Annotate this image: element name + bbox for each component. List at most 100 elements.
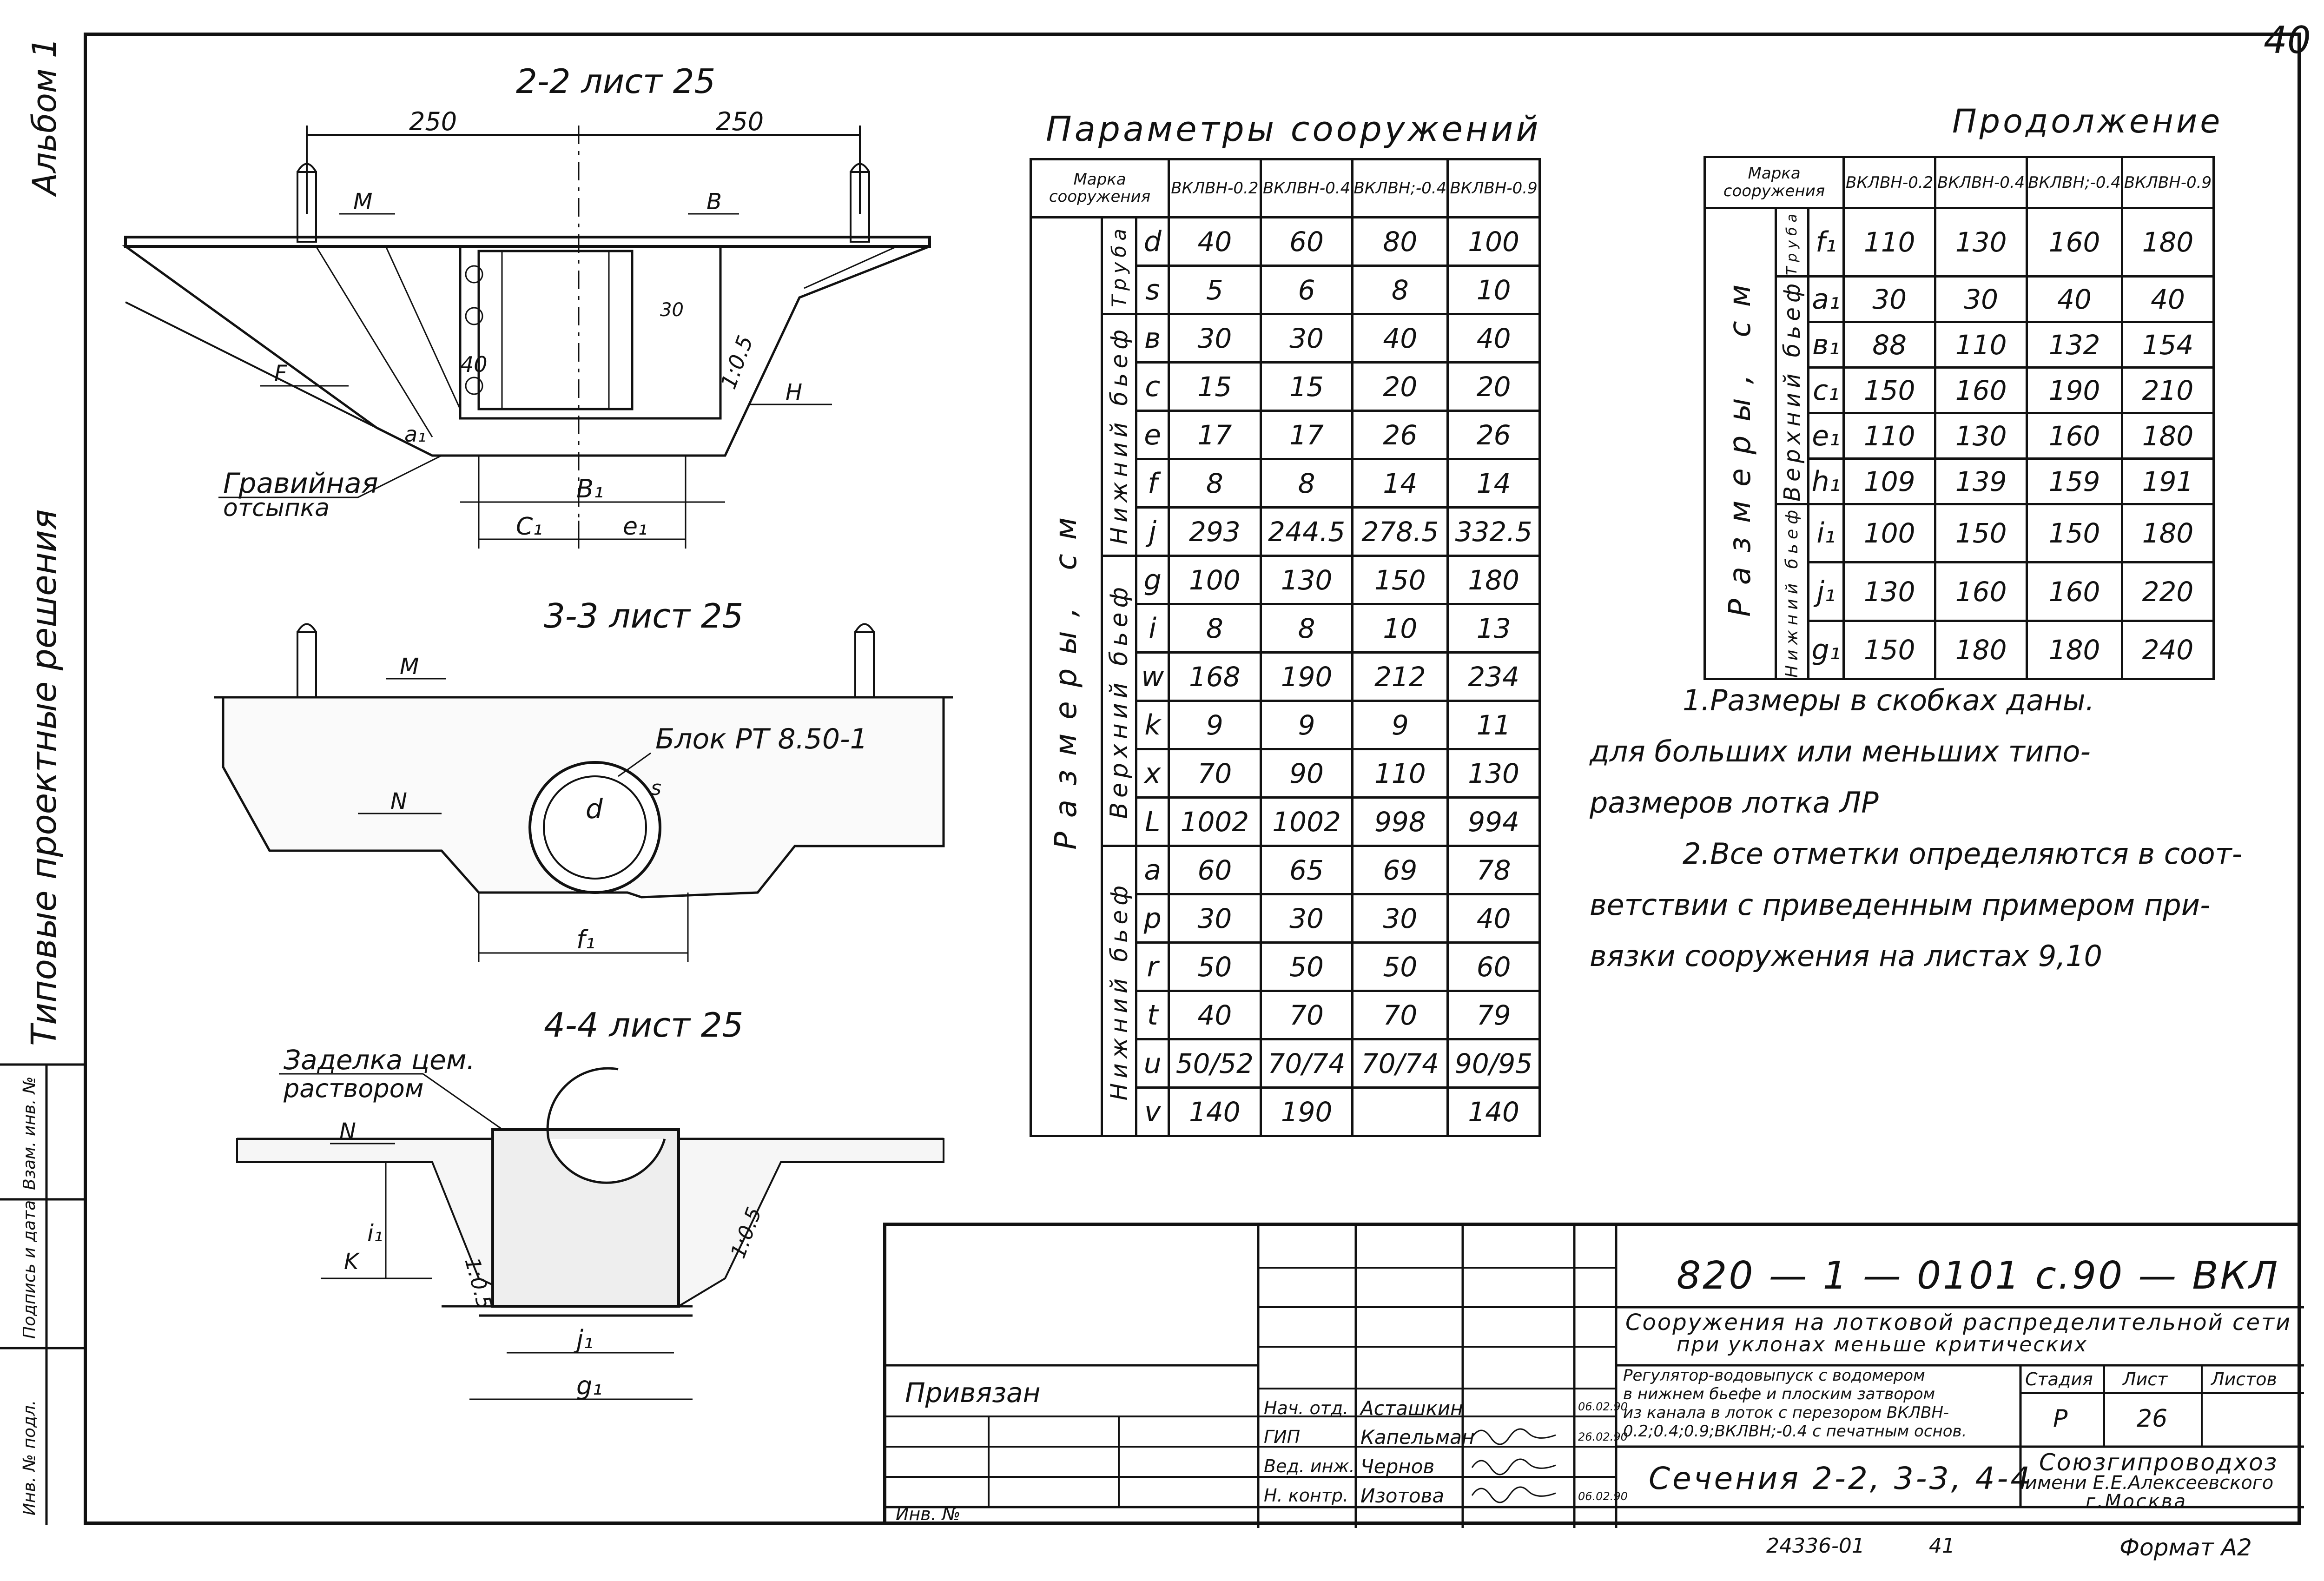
table-cell: 180 [2026,619,2123,681]
table-cell: 20 [1351,361,1449,412]
group-cell: Размеры, см [1703,206,1777,681]
svg-text:M: M [400,654,419,680]
note-2-line-2: ветствии с приведенным примером при- [1590,888,2211,922]
table-cell: 100 [1446,216,1541,267]
table-cell: 140 [1168,1086,1262,1137]
table-cell: 139 [1934,457,2028,506]
table-cell: 15 [1168,361,1262,412]
table-cell: 30 [1259,313,1354,364]
svg-text:C₁: C₁ [516,513,542,541]
stage-value: Р [2053,1405,2068,1433]
svg-text:d: d [586,793,603,825]
table-cell: 70 [1168,748,1262,799]
table-cell: 109 [1842,457,1937,506]
table-cell: 154 [2120,321,2215,369]
table-cell: 50 [1168,941,1262,992]
gravel-label-1: Гравийная [223,467,378,500]
param-symbol: v [1135,1086,1170,1137]
table-cell: 13 [1446,603,1541,654]
sheet-value: 26 [2137,1405,2168,1433]
table-cell: 8 [1168,458,1262,509]
table-cell: 180 [1934,619,2028,681]
table-cell: 234 [1446,651,1541,702]
corner-sheet-number: 40 [2264,19,2311,62]
svg-text:H: H [786,379,802,405]
table-cell [1351,1086,1449,1137]
title-block: Привязан Инв. № Нач. отд. Асташкин 06.02… [883,1223,2304,1528]
table-cell: 50 [1259,941,1354,992]
table-cell: 26 [1351,410,1449,460]
table-cell: 90 [1259,748,1354,799]
table-cell: 30 [1168,893,1262,944]
svg-text:K: K [344,1249,360,1275]
table-cell: 998 [1351,796,1449,847]
subgroup-label: Труба [1784,209,1801,276]
table-cell: 190 [1259,651,1354,702]
object-line-1: Сооружения на лотковой распределительной… [1625,1310,2292,1336]
table-cell: 278.5 [1351,506,1449,557]
description: Регулятор-водовыпуск с водомером в нижне… [1623,1366,1967,1441]
table-cell: 69 [1351,845,1449,895]
table-cell: 70 [1351,990,1449,1040]
linked-label: Привязан [905,1377,1041,1409]
table-cell: 60 [1446,941,1541,992]
svg-text:e₁: e₁ [623,513,647,541]
table-cell: 150 [1351,555,1449,605]
table-cell: 180 [2120,412,2215,460]
strip-inv: Инв. № подл. [20,1400,39,1515]
table-cell: 14 [1446,458,1541,509]
subgroup-label: Нижний бьеф [1783,505,1802,678]
note-2-line-3: вязки сооружения на листах 9,10 [1590,939,2102,973]
param-symbol: x [1135,748,1170,799]
seal-label-1: Заделка цем. [284,1044,475,1076]
param-symbol: g₁ [1807,619,1845,681]
table-cell: 70 [1259,990,1354,1040]
table-cell: 293 [1168,506,1262,557]
subgroup-cell: Труба [1774,206,1810,278]
table-cell: 15 [1259,361,1354,412]
table-cell: 140 [1446,1086,1541,1137]
table-cell: 30 [1259,893,1354,944]
param-symbol: a [1135,845,1170,895]
table-cell: 160 [2026,561,2123,622]
table-cell: 30 [1168,313,1262,364]
section-2-2: 2-2 лист 25 250 250 M B F H 40 30 1:0.5 … [122,62,931,549]
subgroup-cell: Верхний бьеф [1100,555,1138,847]
subgroup-label: Труба [1108,224,1131,307]
sheet-header: Лист [2123,1369,2168,1389]
table-cell: 40 [1351,313,1449,364]
table-cell: 10 [1446,265,1541,315]
section-2-2-title: 2-2 лист 25 [516,62,715,101]
stage-header: Стадия [2025,1369,2093,1389]
table-cell: 160 [2026,412,2123,460]
table-cell: 130 [1842,561,1937,622]
table-cell: 50 [1351,941,1449,992]
table-cell: 212 [1351,651,1449,702]
table-cell: 30 [1934,275,2028,324]
param-mark-header: Марка сооружения [1029,158,1170,218]
param-table-title: Параметры сооружений [1046,109,1541,149]
table-cell: 30 [1351,893,1449,944]
param-symbol: в [1135,313,1170,364]
dim-right-250: 250 [716,107,764,136]
table-cell: 20 [1446,361,1541,412]
sheet-title: Сечения 2-2, 3-3, 4-4 [1649,1461,2033,1496]
table-cell: 130 [1446,748,1541,799]
table-cell: 80 [1351,216,1449,267]
svg-text:a₁: a₁ [404,422,426,447]
table-cell: 110 [1934,321,2028,369]
sheets-header: Листов [2211,1369,2277,1389]
table-cell: 65 [1259,845,1354,895]
param-symbol: h₁ [1807,457,1845,506]
table-cell: 332.5 [1446,506,1541,557]
table-cell: 60 [1168,845,1262,895]
group-label: Размеры, см [1723,270,1757,617]
param-symbol: i [1135,603,1170,654]
format-label: Формат А2 [2119,1534,2252,1561]
